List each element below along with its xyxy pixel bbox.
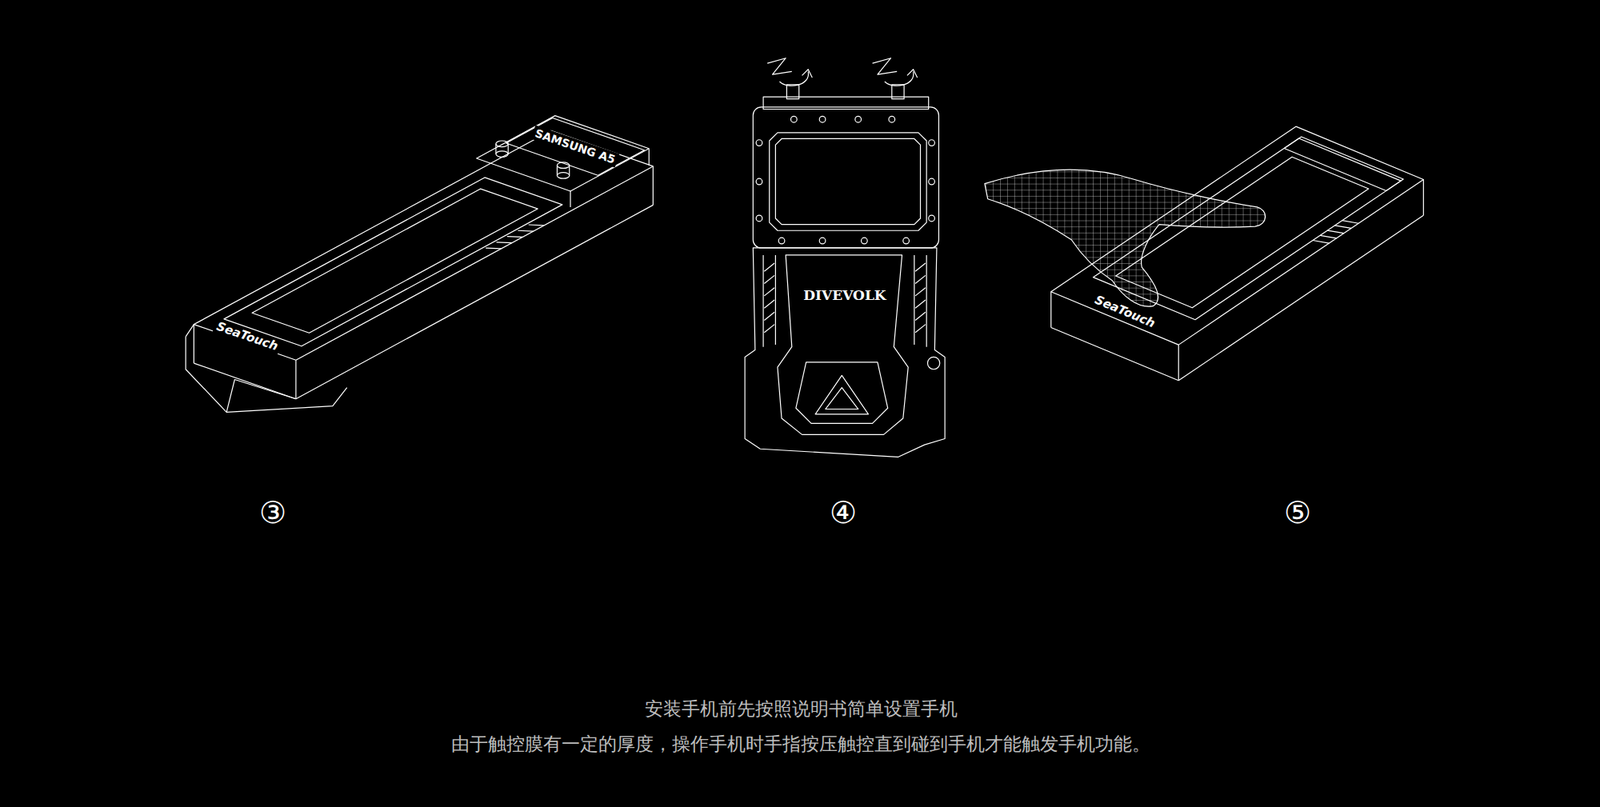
housing-closed-view xyxy=(984,126,1424,381)
housing-rim xyxy=(224,177,563,347)
rotation-arrow xyxy=(767,58,918,87)
brand-logo: SeaTouch xyxy=(212,318,283,356)
note-text: 由于触控膜有一定的厚度，操作手机时手指按压触控直到碰到手机才能触发手机功能。 xyxy=(451,733,1151,755)
wireframe-hand xyxy=(984,169,1266,307)
step-number: ⑤ xyxy=(1284,496,1312,532)
note-text: 安装手机前先按照说明书简单设置手机 xyxy=(644,698,958,720)
triangle-logo xyxy=(815,375,868,414)
screw xyxy=(756,116,935,244)
housing-edge xyxy=(193,166,653,400)
center-panel xyxy=(777,255,908,435)
step-number: ④ xyxy=(829,496,857,532)
end-bar xyxy=(1284,136,1404,192)
side-rail xyxy=(763,255,927,348)
model-label: SAMSUNG A5 xyxy=(531,124,620,168)
step-number: ③ xyxy=(259,496,287,532)
screen-inner xyxy=(775,138,920,224)
phone-screen xyxy=(252,188,538,333)
lanyard-ring xyxy=(927,356,940,369)
grip-fins xyxy=(485,221,544,252)
lid xyxy=(476,116,650,192)
housing-body xyxy=(744,248,945,457)
grip-fins xyxy=(1312,218,1359,247)
phone-screen xyxy=(769,132,927,231)
housing-front-view xyxy=(744,58,945,458)
model-plate xyxy=(506,118,645,176)
housing-top xyxy=(193,130,653,360)
housing-open-view xyxy=(185,116,653,413)
window-frame xyxy=(752,107,939,248)
brand-logo: DIVEVOLK xyxy=(800,287,888,305)
logo-recess xyxy=(796,362,888,424)
